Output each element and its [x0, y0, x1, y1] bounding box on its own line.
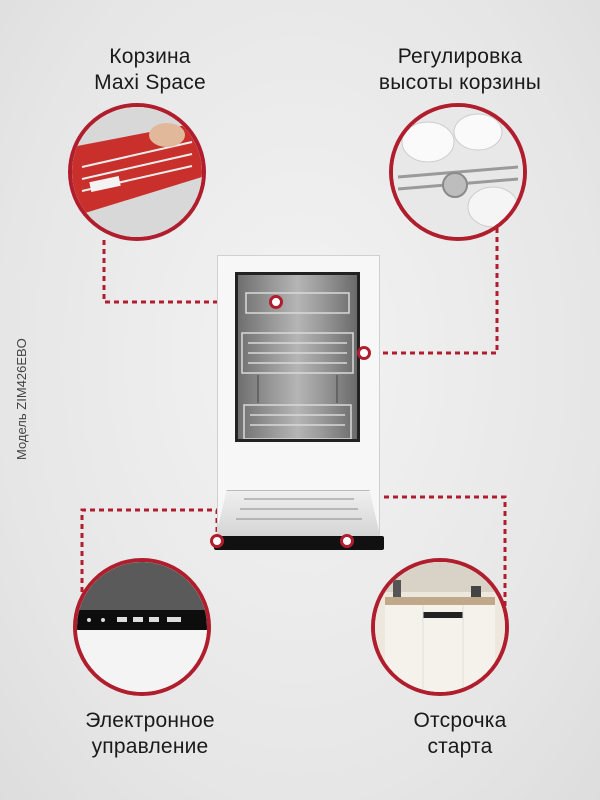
- marker-dot-height-adjust: [357, 346, 371, 360]
- caption-height-adjust: Регулировка высоты корзины: [340, 44, 580, 96]
- caption-delay-start-line1: Отсрочка: [413, 709, 507, 732]
- caption-basket-line2: Maxi Space: [94, 71, 206, 94]
- caption-delay-start-line2: старта: [427, 735, 493, 758]
- control-panel-strip: [214, 536, 384, 550]
- model-label: Модель ZIM426EBO: [14, 338, 29, 460]
- marker-dot-delay-start: [340, 534, 354, 548]
- caption-height-adjust-line2: высоты корзины: [378, 71, 542, 94]
- dishwasher-interior: [235, 272, 360, 442]
- caption-basket-line1: Корзина: [109, 45, 191, 68]
- caption-electronic-control: Электронное управление: [40, 708, 260, 760]
- detail-image-height-adjust: [389, 103, 527, 241]
- caption-delay-start: Отсрочка старта: [360, 708, 560, 760]
- caption-basket: Корзина Maxi Space: [40, 44, 260, 96]
- detail-image-delay-start: [371, 558, 509, 696]
- detail-image-basket: [68, 103, 206, 241]
- marker-dot-basket: [269, 295, 283, 309]
- caption-height-adjust-line1: Регулировка: [397, 45, 523, 68]
- detail-image-electronic-control: [73, 558, 211, 696]
- caption-electronic-control-line1: Электронное: [85, 709, 215, 732]
- caption-electronic-control-line2: управление: [91, 735, 209, 758]
- marker-dot-electronic-control: [210, 534, 224, 548]
